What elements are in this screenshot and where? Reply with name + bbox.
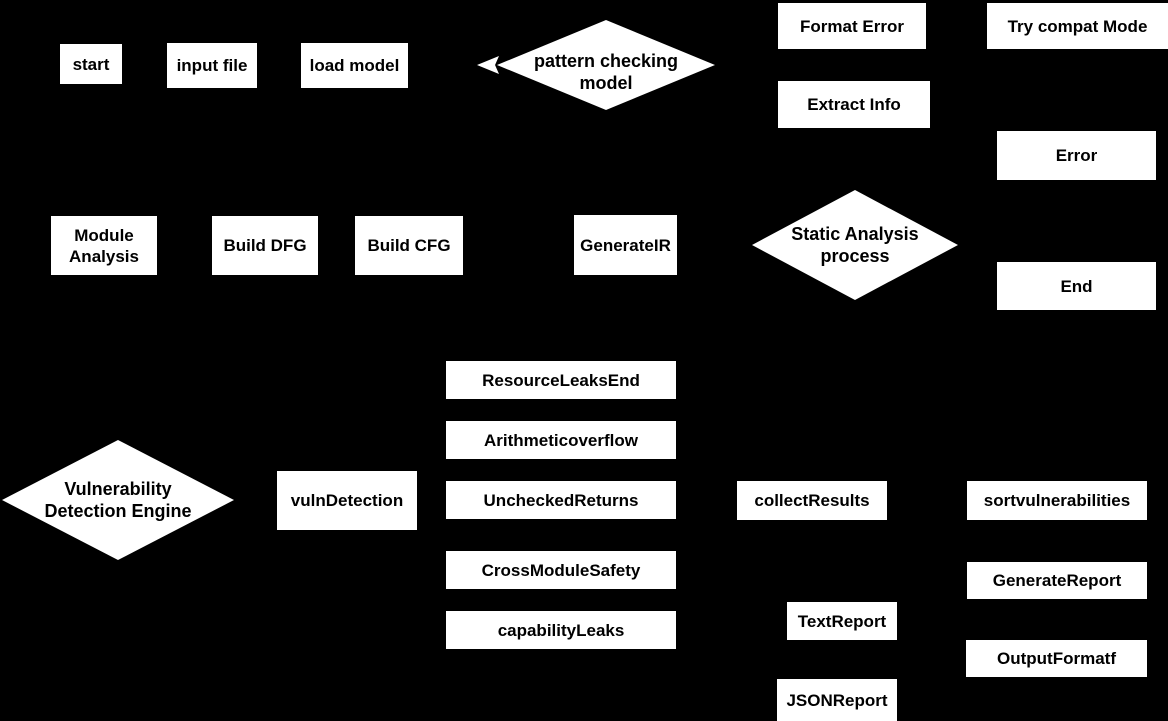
node-generate-ir: GenerateIR [574, 215, 677, 275]
node-label-arithmetic-overflow: Arithmeticoverflow [484, 430, 638, 450]
node-arithmetic-overflow: Arithmeticoverflow [446, 421, 676, 459]
node-pattern-checking-model: pattern checking model [497, 20, 715, 110]
node-label-end: End [1060, 276, 1093, 296]
node-label-try-compat-mode: Try compat Mode [1007, 16, 1148, 36]
node-capability-leaks: capabilityLeaks [446, 611, 676, 649]
node-label-start: start [72, 54, 110, 74]
node-resource-leaks-end: ResourceLeaksEnd [446, 361, 676, 399]
node-label-generate-report: GenerateReport [992, 571, 1122, 590]
node-label-load-model: load model [309, 56, 400, 75]
node-label-unchecked-returns: UncheckedReturns [483, 490, 639, 510]
node-label-module-analysis: Module Analysis [69, 225, 139, 266]
node-label-generate-ir: GenerateIR [580, 235, 671, 255]
node-unchecked-returns: UncheckedReturns [446, 481, 676, 519]
node-text-report: TextReport [787, 602, 897, 640]
node-label-cross-module-safety: CrossModuleSafety [481, 560, 641, 580]
node-json-report: JSONReport [777, 679, 897, 721]
node-label-capability-leaks: capabilityLeaks [497, 620, 625, 640]
node-format-error: Format Error [778, 3, 926, 49]
node-start: start [60, 44, 122, 84]
node-label-output-formatf: OutputFormatf [997, 649, 1116, 668]
node-label-extract-info: Extract Info [807, 95, 901, 114]
node-label-text-report: TextReport [797, 611, 887, 631]
node-collect-results: collectResults [737, 481, 887, 520]
node-try-compat-mode: Try compat Mode [987, 3, 1168, 49]
node-label-input-file: input file [176, 56, 248, 75]
node-load-model: load model [301, 43, 408, 88]
node-input-file: input file [167, 43, 257, 88]
node-output-formatf: OutputFormatf [966, 640, 1147, 677]
node-extract-info: Extract Info [778, 81, 930, 128]
node-label-vuln-detection: vulnDetection [290, 491, 404, 510]
node-label-static-analysis-process: Static Analysis process [791, 224, 919, 266]
node-cross-module-safety: CrossModuleSafety [446, 551, 676, 589]
node-label-error: Error [1055, 146, 1098, 165]
node-error: Error [997, 131, 1156, 180]
node-label-build-cfg: Build CFG [367, 236, 451, 255]
node-label-collect-results: collectResults [754, 491, 870, 510]
node-label-build-dfg: Build DFG [223, 236, 307, 255]
node-sort-vulnerabilities: sortvulnerabilities [967, 481, 1147, 520]
node-label-format-error: Format Error [800, 16, 904, 36]
node-vuln-detection: vulnDetection [277, 471, 417, 530]
edge-arrowhead-load-model-icon [477, 56, 499, 74]
node-vulnerability-detection-engine: Vulnerability Detection Engine [2, 440, 234, 560]
node-label-resource-leaks-end: ResourceLeaksEnd [482, 370, 640, 390]
node-label-sort-vulnerabilities: sortvulnerabilities [983, 491, 1131, 510]
node-generate-report: GenerateReport [967, 562, 1147, 599]
node-label-pattern-checking-model: pattern checking model [533, 51, 679, 93]
node-label-json-report: JSONReport [786, 690, 888, 710]
node-end: End [997, 262, 1156, 310]
node-module-analysis: Module Analysis [51, 216, 157, 275]
node-static-analysis-process: Static Analysis process [752, 190, 958, 300]
node-build-dfg: Build DFG [212, 216, 318, 275]
node-build-cfg: Build CFG [355, 216, 463, 275]
node-label-vulnerability-detection-engine: Vulnerability Detection Engine [44, 479, 192, 521]
